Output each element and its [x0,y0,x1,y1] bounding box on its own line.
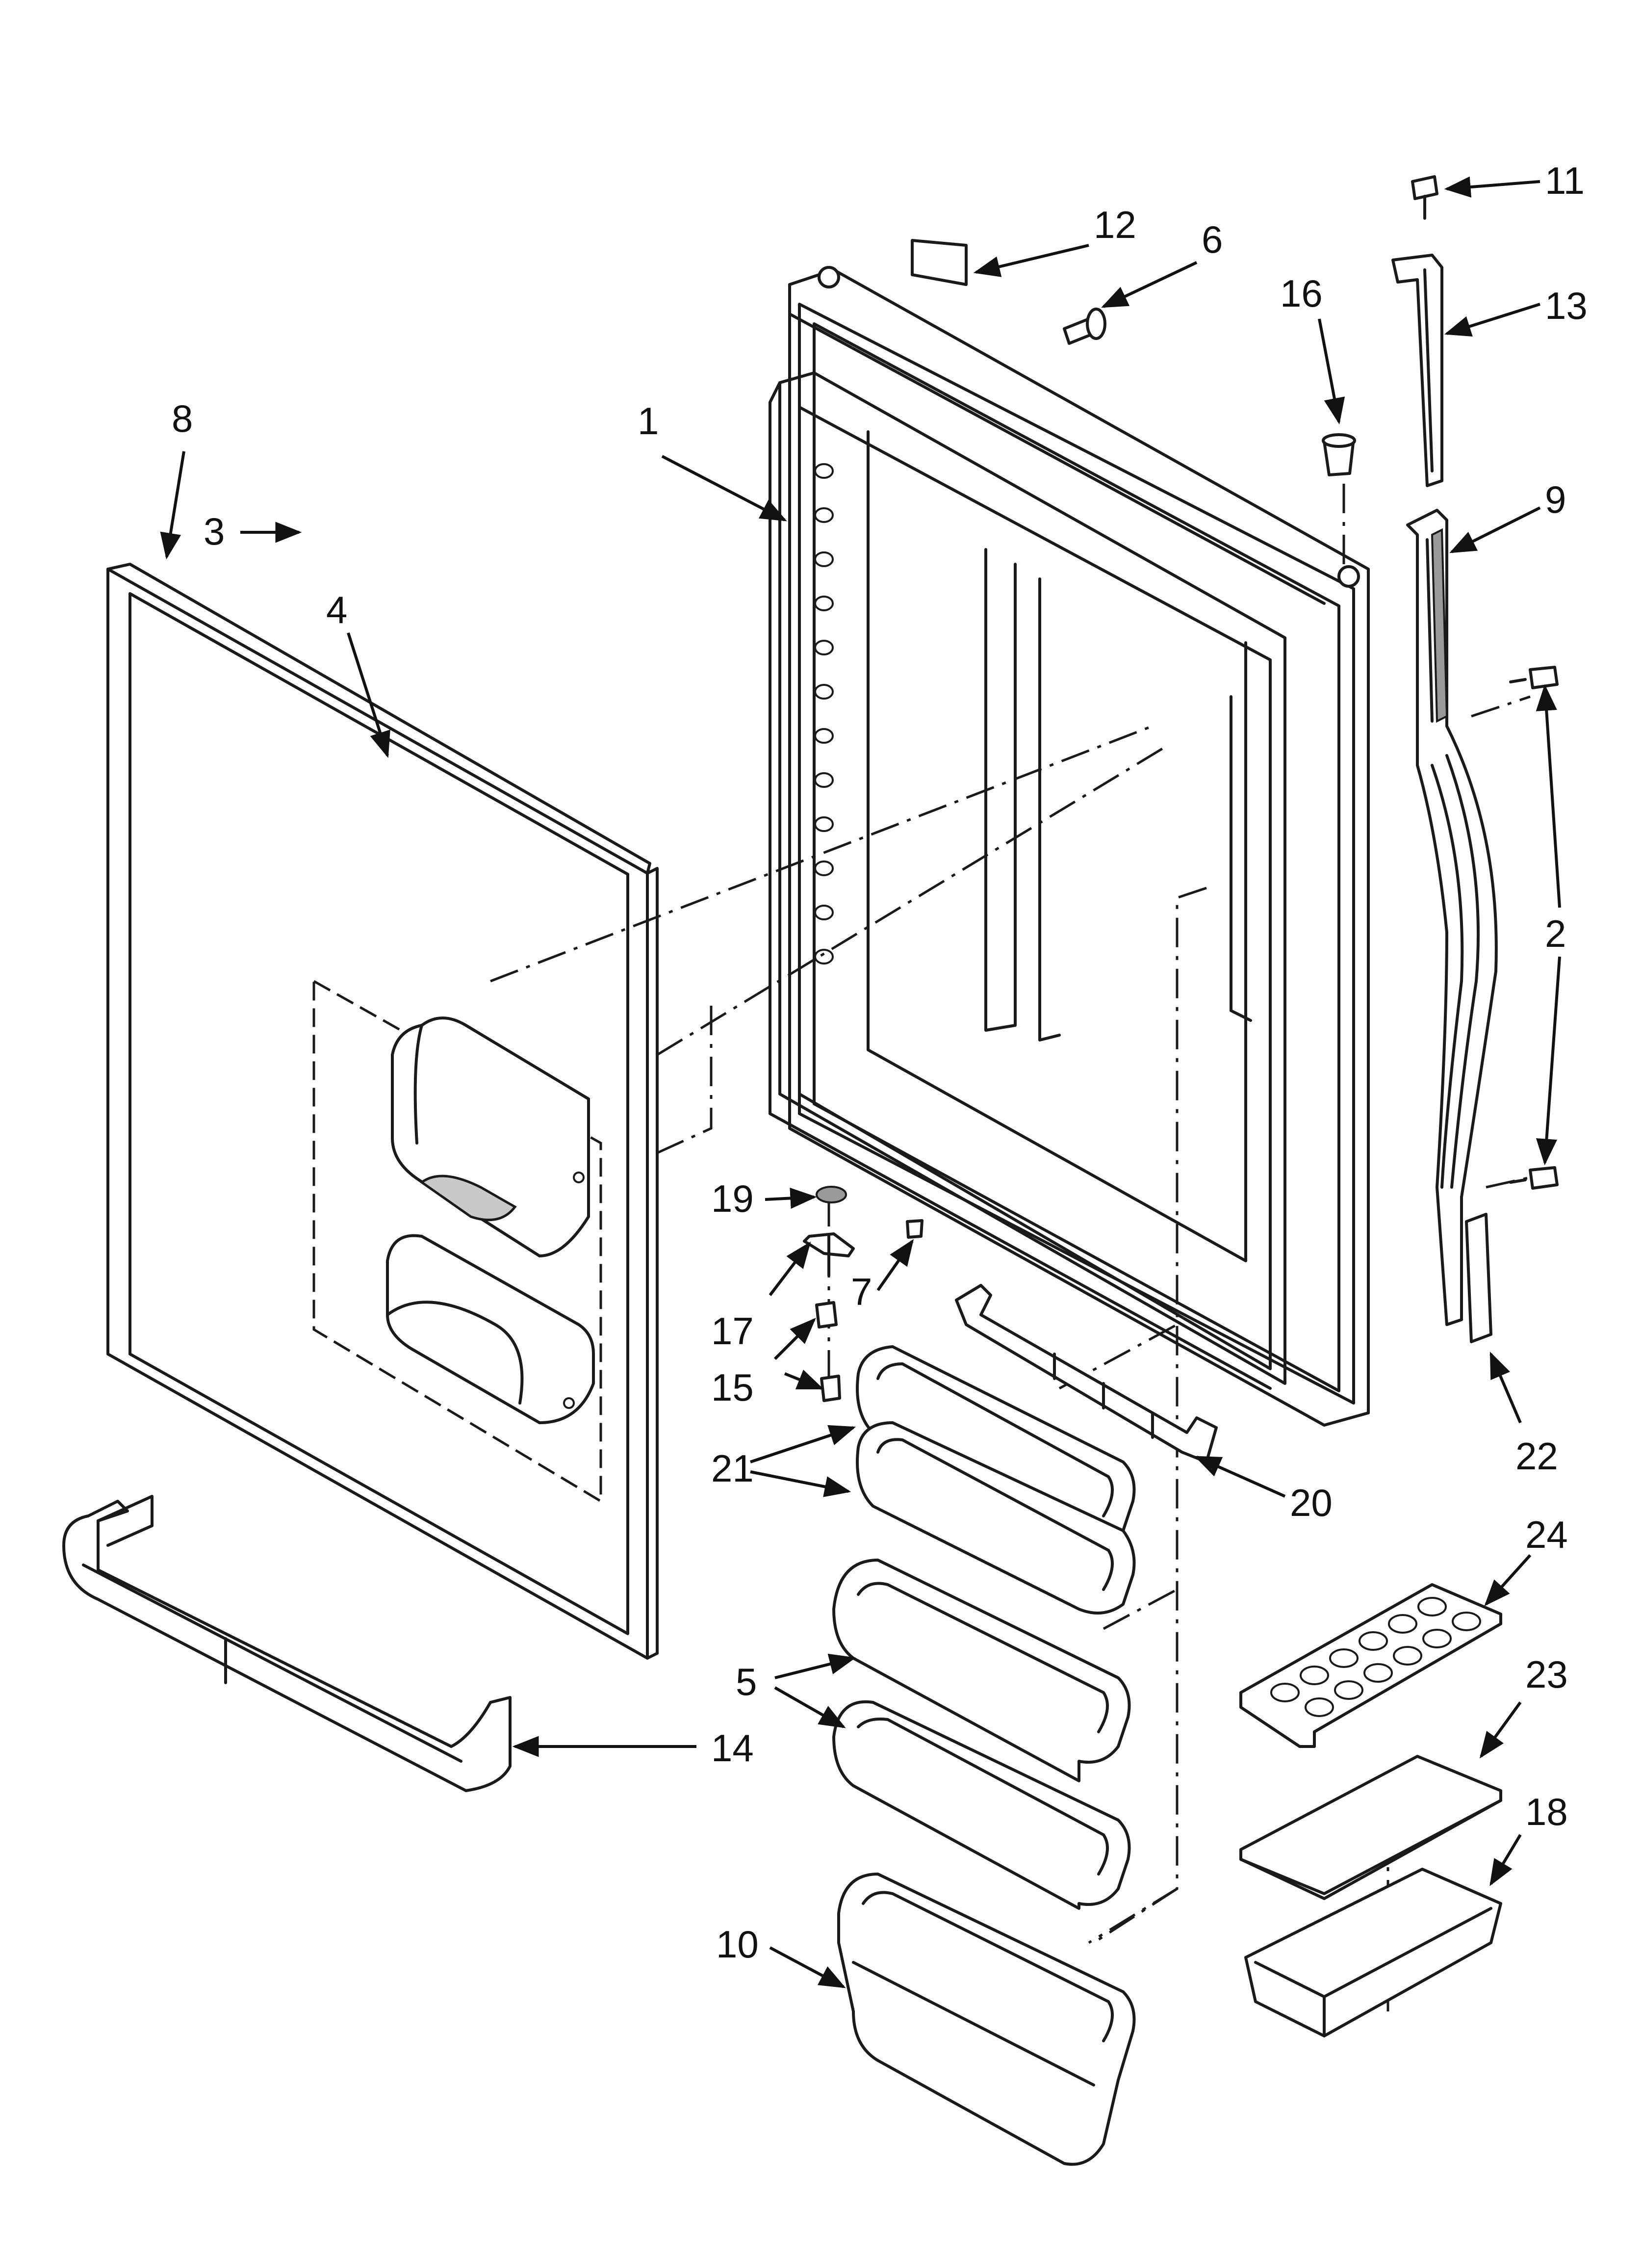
dispenser-cover [391,1017,590,1257]
label-12: 12 [1094,203,1136,246]
label-5: 5 [736,1660,757,1703]
label-18: 18 [1525,1790,1568,1833]
handle-screws-part-2 [1509,666,1559,1190]
label-8: 8 [172,397,193,440]
label-14: 14 [711,1726,754,1770]
screw-part-11 [1411,175,1438,220]
leader-arrows [160,176,1561,1988]
trim-strip-part-22 [1465,1213,1492,1343]
label-16: 16 [1280,272,1323,315]
label-17: 17 [711,1309,754,1353]
handle-part-9 [1406,509,1498,1326]
label-2: 2 [1545,912,1566,955]
shelf-bracket-part-20 [955,1284,1218,1463]
small-hardware [803,1186,924,1402]
part-number-labels: 8 1 3 4 6 12 11 16 13 9 2 19 7 17 15 21 … [172,159,1588,1966]
bottom-bin-part-14 [62,1495,512,1792]
label-1: 1 [638,399,659,443]
handle-bracket-part-13 [1391,254,1443,487]
label-22: 22 [1515,1434,1558,1478]
label-9: 9 [1545,478,1566,521]
drip-tray-part-4 [386,1234,595,1424]
label-13: 13 [1545,284,1588,327]
door-liner-part-1 [769,266,1370,1427]
tray-part-18 [1244,1868,1502,2037]
door-bin-part-10 [837,1873,1136,2166]
label-23: 23 [1525,1653,1568,1696]
label-15: 15 [711,1366,754,1409]
label-part-12 [911,239,968,286]
label-24: 24 [1525,1513,1568,1556]
label-7: 7 [851,1270,872,1313]
door-bins-part-5 [832,1559,1131,1910]
label-21: 21 [711,1447,754,1490]
label-19: 19 [711,1177,754,1220]
plug-part-16 [1322,433,1356,476]
egg-tray-part-24 [1239,1583,1502,1748]
door-shelves-part-21 [856,1345,1136,1615]
label-4: 4 [326,588,347,631]
label-6: 6 [1202,218,1223,261]
label-10: 10 [716,1923,759,1966]
cover-part-23 [1239,1755,1502,1900]
label-3: 3 [204,510,225,553]
label-20: 20 [1290,1481,1333,1524]
screw-part-6 [1063,308,1106,345]
label-11: 11 [1545,159,1585,202]
